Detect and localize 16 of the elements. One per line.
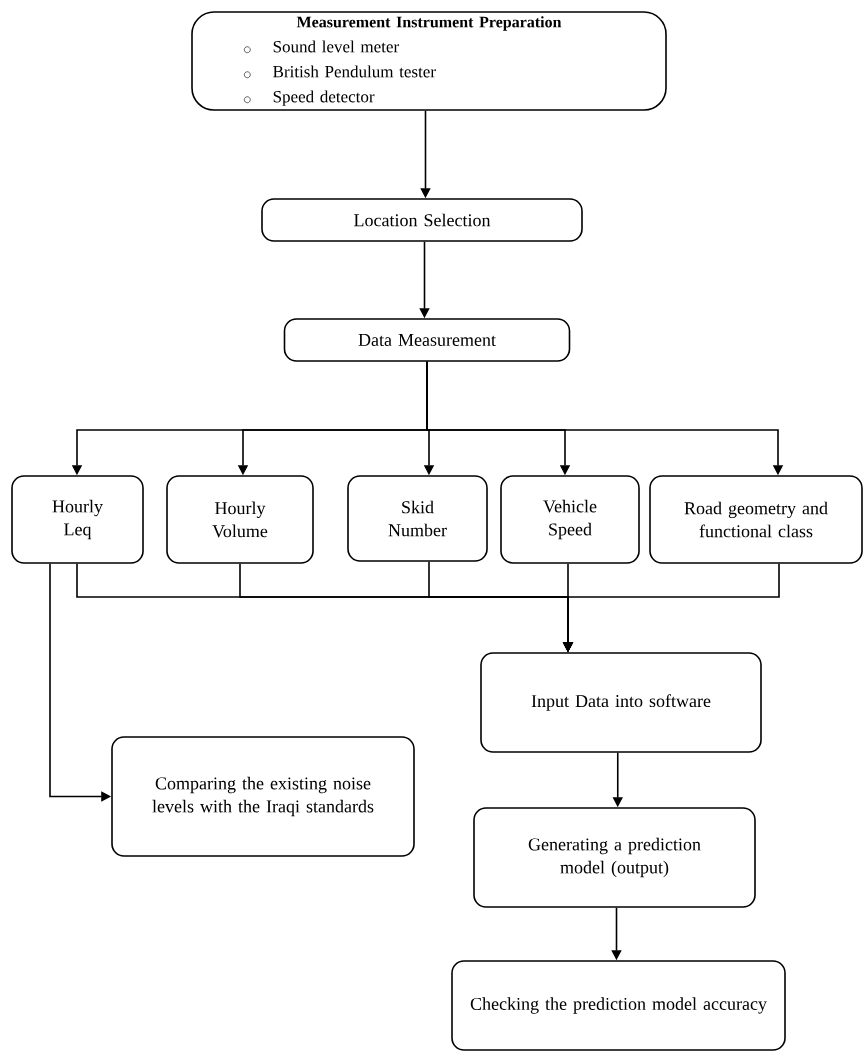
list-item: Sound level meter [273,40,399,53]
list-item: Speed detector [273,90,375,106]
list-item: British Pendulum tester [273,65,436,78]
process-box: Skid Number [347,475,488,562]
process-box: Road geometry and functional class [649,475,863,564]
process-box: Data Measurement [283,318,571,362]
process-box [191,11,667,111]
process-box: Hourly Volume [166,475,314,564]
process-box: Generating a prediction model (output) [473,807,756,908]
heading-text: Measurement Instrument Preparation [296,16,562,31]
process-box: Location Selection [261,198,583,242]
process-box: Comparing the existing noise levels with the Iraqi standards [111,736,415,857]
process-box: Vehicle Speed [500,475,640,564]
process-box: Input Data into software [480,652,762,753]
process-box: Hourly Leq [11,475,144,564]
process-box: Checking the prediction model accuracy [451,960,786,1051]
